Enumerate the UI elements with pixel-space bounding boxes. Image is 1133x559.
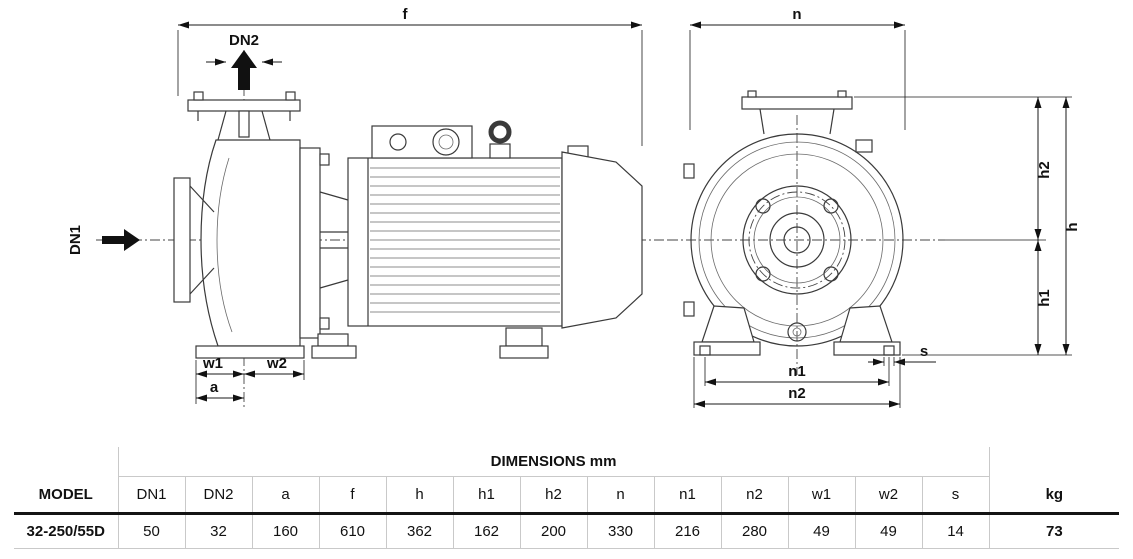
dim-label-f: f: [403, 6, 409, 23]
dim-label-dn2: DN2: [229, 32, 259, 49]
dim-label-s: s: [920, 343, 928, 360]
cell-n1: 216: [654, 512, 722, 549]
col-header-dn2: DN2: [185, 476, 253, 514]
col-header-w2: w2: [855, 476, 923, 514]
front-view-drawing: n: [668, 6, 1081, 408]
table-kg-blank: [989, 447, 1119, 477]
col-header-a: a: [252, 476, 320, 514]
pump-technical-drawing: f DN2 DN1: [67, 6, 1081, 410]
cell-dn2: 32: [185, 512, 253, 549]
col-header-h2: h2: [520, 476, 588, 514]
col-header-model: MODEL: [14, 476, 119, 514]
col-header-dn1: DN1: [118, 476, 186, 514]
cell-h1: 162: [453, 512, 521, 549]
cell-dn1: 50: [118, 512, 186, 549]
cell-model: 32-250/55D: [14, 512, 119, 549]
cell-n: 330: [587, 512, 655, 549]
dim-label-a: a: [210, 379, 219, 396]
dn2-flow-arrow-icon: [231, 50, 257, 90]
cell-h: 362: [386, 512, 454, 549]
col-header-h1: h1: [453, 476, 521, 514]
dim-label-h1: h1: [1036, 289, 1053, 307]
col-header-n1: n1: [654, 476, 722, 514]
dimensions-table: DIMENSIONS mm MODEL DN1 DN2 a f h h1 h2 …: [14, 447, 1120, 549]
cell-s: 14: [922, 512, 990, 549]
dim-label-n1: n1: [788, 363, 806, 380]
cell-h2: 200: [520, 512, 588, 549]
dn1-flow-arrow-icon: [102, 229, 140, 251]
cell-a: 160: [252, 512, 320, 549]
dim-label-w2: w2: [266, 355, 287, 372]
col-header-f: f: [319, 476, 387, 514]
col-header-n2: n2: [721, 476, 789, 514]
table-title: DIMENSIONS mm: [117, 447, 990, 477]
side-view-drawing: f DN2 DN1: [67, 6, 672, 410]
dim-label-h: h: [1064, 222, 1081, 231]
dim-label-n: n: [792, 6, 801, 23]
table-row: 32-250/55D 50 32 160 610 362 162 200 330…: [14, 512, 1120, 549]
dim-label-n2: n2: [788, 385, 806, 402]
dim-label-dn1: DN1: [67, 225, 84, 255]
dim-label-h2: h2: [1036, 161, 1053, 179]
col-header-kg: kg: [1045, 485, 1064, 503]
col-header-n: n: [587, 476, 655, 514]
table-corner-blank: [14, 447, 118, 477]
col-header-w1: w1: [788, 476, 856, 514]
cell-w1: 49: [788, 512, 856, 549]
col-header-s: s: [922, 476, 990, 514]
dim-label-w1: w1: [202, 355, 223, 372]
lifting-eye-icon: [488, 120, 512, 144]
cell-f: 610: [319, 512, 387, 549]
col-header-h: h: [386, 476, 454, 514]
cell-kg: 73: [989, 512, 1120, 549]
cell-n2: 280: [721, 512, 789, 549]
cell-w2: 49: [855, 512, 923, 549]
